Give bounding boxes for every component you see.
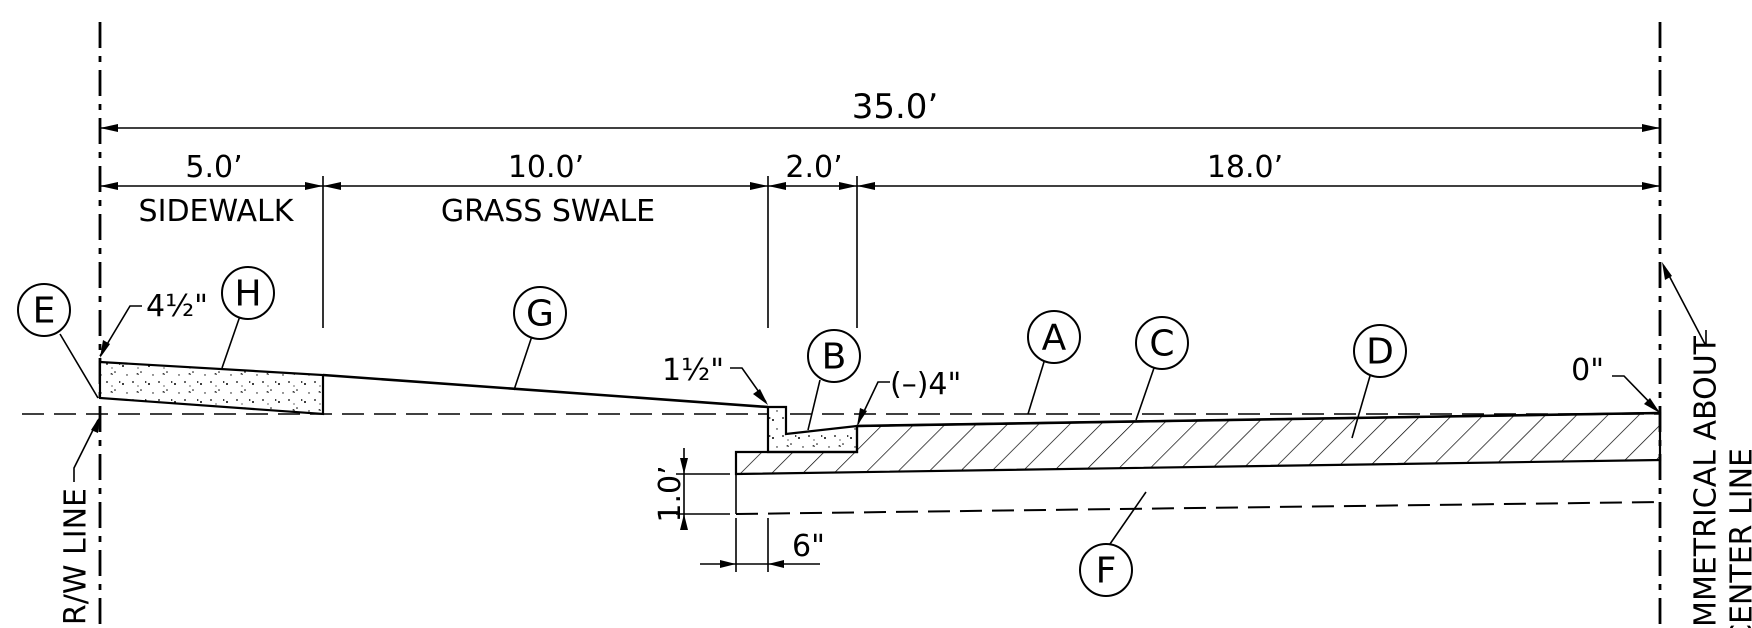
base-course xyxy=(734,411,1662,476)
callout-e-letter: E xyxy=(33,291,56,332)
dimension-gutter-lip-text: 1½" xyxy=(662,353,724,388)
grass-swale-surface xyxy=(322,373,769,409)
callout-bubble-a: A xyxy=(1027,310,1081,364)
callout-leaders xyxy=(59,315,1371,545)
callout-bubble-b: B xyxy=(807,329,861,383)
callout-bubble-g: G xyxy=(513,286,567,340)
dimension-sidewalk-thickness-text: 4½" xyxy=(146,289,208,324)
label-sidewalk: SIDEWALK xyxy=(139,194,295,229)
symmetry-label: SIMMETRICAL ABOUT CENTER LINE xyxy=(1662,262,1752,628)
label-rw-line: R/W LINE xyxy=(59,488,94,625)
label-symmetry-line1: SIMMETRICAL ABOUT xyxy=(1689,335,1724,628)
callout-c-letter: C xyxy=(1149,324,1174,365)
dimension-curb-offset: 6" xyxy=(700,518,825,572)
callout-g-letter: G xyxy=(526,294,554,335)
label-symmetry-line2: CENTER LINE xyxy=(1725,448,1752,628)
dimension-swale-text: 10.0’ xyxy=(508,150,584,185)
dimension-pavement-text: 18.0’ xyxy=(1207,150,1283,185)
callout-gutter-drop: (–)4" xyxy=(857,367,961,426)
callout-bubble-h: H xyxy=(221,266,275,320)
dimension-gutter-text: 2.0’ xyxy=(785,150,842,185)
pavement-surface xyxy=(856,411,1661,428)
callout-bubble-c: C xyxy=(1135,316,1189,370)
callout-d-letter: D xyxy=(1366,332,1394,373)
dimension-curb-offset-text: 6" xyxy=(792,529,825,564)
callout-gutter-lip: 1½" xyxy=(662,353,768,405)
callout-bubble-f: F xyxy=(1079,543,1133,597)
rw-line-label: R/W LINE xyxy=(59,416,100,625)
dimension-overall-text: 35.0’ xyxy=(852,87,939,127)
dimension-overall: 35.0’ xyxy=(100,87,1660,132)
subgrade-line xyxy=(735,501,1661,515)
callout-bubble-d: D xyxy=(1353,324,1407,378)
dimension-sidewalk-text: 5.0’ xyxy=(185,150,242,185)
label-grass-swale: GRASS SWALE xyxy=(441,194,655,229)
dimension-crown-text: 0" xyxy=(1571,353,1604,388)
callout-b-letter: B xyxy=(822,337,847,378)
callout-sidewalk-thickness: 4½" xyxy=(99,289,208,358)
dimension-base-depth: 1.0’ xyxy=(653,448,730,530)
callout-crown: 0" xyxy=(1571,353,1660,413)
dimension-base-depth-text: 1.0’ xyxy=(653,465,688,522)
callout-bubble-e: E xyxy=(17,283,71,337)
dimension-gutter-drop-text: (–)4" xyxy=(890,367,961,402)
callout-f-letter: F xyxy=(1096,551,1117,592)
dimension-row: 5.0’ 10.0’ 2.0’ 18.0’ SIDEWALK GRASS SWA… xyxy=(100,150,1660,328)
sidewalk-slab xyxy=(98,360,325,416)
callout-a-letter: A xyxy=(1042,318,1067,359)
callout-h-letter: H xyxy=(234,274,261,315)
